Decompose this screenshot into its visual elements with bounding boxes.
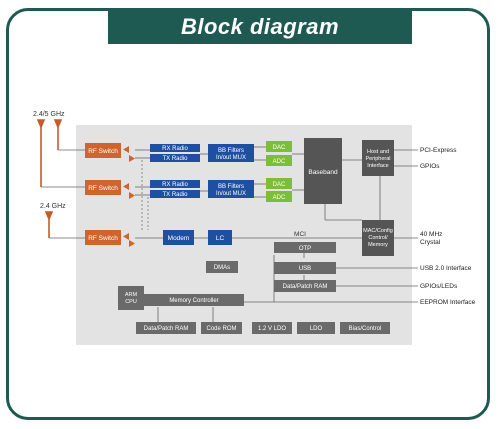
bottom-block: LDO <box>297 322 335 334</box>
bottom-block: Code ROM <box>201 322 242 334</box>
svg-text:RF Switch: RF Switch <box>88 235 118 242</box>
svg-text:OTP: OTP <box>299 246 311 252</box>
svg-text:Code ROM: Code ROM <box>206 326 236 332</box>
antenna-icon <box>36 119 63 187</box>
amplifier-icon <box>123 146 135 247</box>
svg-text:BB Filters: BB Filters <box>218 148 244 154</box>
svg-text:DMAs: DMAs <box>214 265 230 271</box>
svg-text:In/out MUX: In/out MUX <box>216 155 246 161</box>
memory-controller: Memory Controller <box>144 294 244 306</box>
rf-switch: RF Switch <box>85 180 121 195</box>
svg-text:Interface: Interface <box>367 163 388 169</box>
mci-label: MCI <box>294 231 306 238</box>
svg-text:LDO: LDO <box>310 326 323 332</box>
label-40mhz: 40 MHz <box>420 231 442 238</box>
svg-text:MAC/Config: MAC/Config <box>363 228 393 234</box>
external-labels: PCI-Express GPIOs 40 MHz Crystal USB 2.0… <box>420 147 476 306</box>
rf-switch: RF Switch <box>85 143 121 158</box>
svg-text:1.2 V LDO: 1.2 V LDO <box>258 326 286 332</box>
rf-switch: RF Switch <box>85 230 121 245</box>
radio-row: RX Radio TX Radio BB Filters In/out MUX … <box>150 141 292 166</box>
antenna-wiring <box>41 149 85 239</box>
svg-text:DAC: DAC <box>273 182 286 188</box>
svg-text:CPU: CPU <box>125 299 137 305</box>
svg-text:Modem: Modem <box>168 235 190 242</box>
antenna-label-top: 2.4/5 GHz <box>33 111 65 118</box>
svg-text:RF Switch: RF Switch <box>88 185 118 192</box>
svg-text:ADC: ADC <box>273 159 286 165</box>
data-patch-ram-right: Data/Patch RAM <box>274 280 336 292</box>
svg-text:Host and: Host and <box>367 149 389 155</box>
svg-text:ARM: ARM <box>125 292 138 298</box>
radio-row: RX Radio TX Radio BB Filters In/out MUX … <box>150 178 292 202</box>
label-eeprom: EEPROM Interface <box>420 299 476 306</box>
modem-block: Modem <box>163 230 194 245</box>
otp-block: OTP <box>274 242 336 253</box>
antenna-icon <box>44 211 54 238</box>
label-pci-express: PCI-Express <box>420 147 457 154</box>
bottom-block: 1.2 V LDO <box>252 322 292 334</box>
svg-text:Baseband: Baseband <box>308 169 338 176</box>
antenna-label-bottom: 2.4 GHz <box>40 203 66 210</box>
svg-text:RF Switch: RF Switch <box>88 148 118 155</box>
svg-text:TX Radio: TX Radio <box>162 192 188 198</box>
svg-text:Memory Controller: Memory Controller <box>169 298 218 304</box>
svg-text:TX Radio: TX Radio <box>162 156 188 162</box>
dmas-block: DMAs <box>206 261 238 273</box>
usb-block: USB <box>274 262 336 274</box>
label-gpios: GPIOs <box>420 163 440 170</box>
baseband-block: Baseband <box>304 138 342 204</box>
svg-text:BB Filters: BB Filters <box>218 184 244 190</box>
svg-text:Memory: Memory <box>368 242 388 248</box>
bottom-block: Bias/Control <box>340 322 390 334</box>
control-lines <box>141 160 149 230</box>
svg-text:In/out MUX: In/out MUX <box>216 191 246 197</box>
label-gpios-leds: GPIOs/LEDs <box>420 283 458 290</box>
host-peripheral-interface: Host and Peripheral Interface <box>362 140 394 176</box>
svg-text:Data/Patch RAM: Data/Patch RAM <box>283 284 328 290</box>
svg-text:Data/Patch RAM: Data/Patch RAM <box>144 326 189 332</box>
svg-text:ADC: ADC <box>273 195 286 201</box>
mac-config-memory: MAC/Config Control/ Memory <box>362 220 394 256</box>
svg-text:USB: USB <box>299 266 311 272</box>
svg-text:Peripheral: Peripheral <box>365 156 390 162</box>
cpu-block: ARM CPU <box>118 286 144 310</box>
svg-text:LC: LC <box>216 235 225 242</box>
svg-text:RX Radio: RX Radio <box>162 146 188 152</box>
lc-block: LC <box>208 230 232 245</box>
svg-text:DAC: DAC <box>273 145 286 151</box>
label-crystal: Crystal <box>420 239 441 246</box>
svg-text:Control/: Control/ <box>368 235 388 241</box>
bottom-block: Data/Patch RAM <box>136 322 196 334</box>
svg-text:Bias/Control: Bias/Control <box>349 326 382 332</box>
title-banner: Block diagram <box>108 10 412 44</box>
label-usb-interface: USB 2.0 Interface <box>420 265 472 272</box>
svg-text:RX Radio: RX Radio <box>162 182 188 188</box>
